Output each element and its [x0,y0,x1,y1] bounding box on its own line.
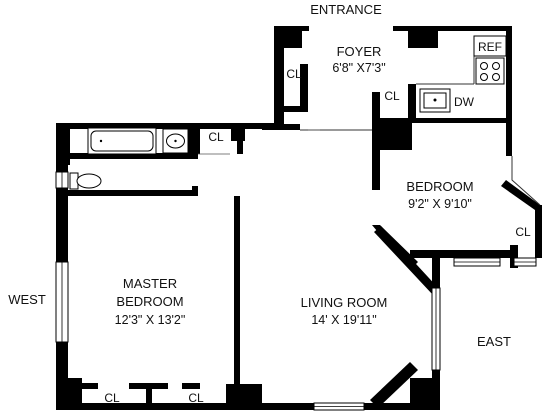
bedroom-north-wall [376,118,512,123]
entrance-label: ENTRANCE [310,2,382,17]
closet-label-bedroom: CL [515,225,531,239]
foyer-closet-bottom [284,106,308,112]
closet-label-master-right: CL [188,391,204,405]
bedroom-south-wall [410,250,514,258]
foyer-top-wall-left [274,26,309,31]
master-north-stub [192,186,198,196]
master-north-wall [68,190,198,196]
closet-label-kitchen: CL [384,89,400,103]
foyer-name: FOYER [336,44,382,59]
bath-block [188,126,196,156]
master-dims: 12'3" X 13'2" [114,313,186,327]
bedroom-nw-block [376,118,412,150]
stove [475,57,505,85]
bath-closet-wall [194,129,200,154]
living-north-wall [262,124,300,130]
master-name-1: MASTER [122,276,178,291]
north-wall-west [56,123,274,129]
living-name: LIVING ROOM [300,295,388,310]
dw-label: DW [454,95,474,109]
foyer-top-right-block [408,26,438,48]
master-living-wall [234,196,240,410]
foyer-west-wall [274,26,284,130]
bath-west-block [56,125,70,165]
toilet [69,172,102,190]
ref-label: REF [478,40,502,54]
bedroom-thin-outline [511,156,541,206]
east-label: EAST [477,334,511,349]
bath-south-wall [68,153,198,159]
closet-label-master-left: CL [104,391,120,405]
closet-top-left [80,383,98,389]
bedroom-name: BEDROOM [406,179,474,194]
kitchen-east-wall [506,26,512,156]
kitchen-counter-wall [408,84,416,122]
bathtub-inner [90,130,154,152]
living-se-block [410,378,438,410]
foyer-top-left-block [274,26,302,48]
refrigerator [473,35,507,57]
closet-divider [146,383,152,410]
closet-top-mid [129,383,168,389]
bedroom-east-lower [510,245,518,268]
foyer-dims: 6'8" X7'3" [332,61,386,75]
west-label: WEST [8,292,46,307]
closet-label-hall: CL [208,130,224,144]
master-sw-corner [62,378,82,410]
living-east-wall-upper [432,258,440,288]
bath-sink [162,128,189,154]
master-name-2: BEDROOM [116,294,184,309]
bay-upper-wall [501,180,540,210]
closet-top-right [182,383,200,389]
hall-wall-stub [237,140,243,154]
bath-closet-corner [231,129,245,141]
living-angled-wall [374,226,440,295]
bay-side-wall [535,205,542,258]
living-se-angle [370,362,418,408]
stove-box [475,57,505,85]
living-dims: 14' X 19'11" [311,313,377,327]
living-sw-block [240,384,262,410]
bathtub [87,127,157,155]
bedroom-dims: 9'2" X 9'10" [408,197,472,211]
closet-label-foyer: CL [286,67,302,81]
kitchen-sink [419,88,451,113]
foyer-closet-wall [300,64,308,112]
foyer-top-wall-right [393,26,508,31]
